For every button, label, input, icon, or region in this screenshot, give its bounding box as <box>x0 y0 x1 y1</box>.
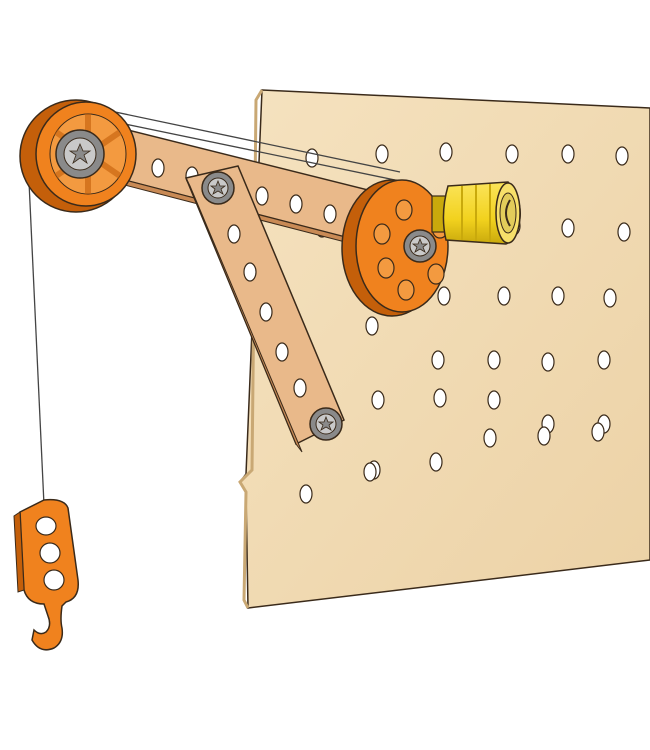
crank-wheel-hole <box>395 199 413 221</box>
pegboard-hole <box>561 144 575 164</box>
wooden-strip-brace <box>184 165 345 453</box>
arm-hole <box>255 186 269 206</box>
crank-wheel-hole <box>427 263 445 285</box>
pegboard-hole <box>363 462 377 482</box>
bolt-icon <box>68 142 92 165</box>
pegboard-hole <box>537 426 551 446</box>
pegboard-hole <box>437 286 451 306</box>
pegboard-hole <box>497 286 511 306</box>
pulley-string <box>27 104 401 506</box>
crank-wheel-hole <box>373 223 391 245</box>
pegboard-hole <box>431 350 445 370</box>
pegboard-edge <box>238 89 264 609</box>
crank-handle <box>431 181 521 245</box>
crank-wheel-hole <box>377 257 395 279</box>
crank-wheel <box>341 179 449 317</box>
pegboard-hole <box>615 146 629 166</box>
pulley-wheel <box>19 99 137 213</box>
pegboard-hole <box>483 428 497 448</box>
pegboard-hole <box>561 218 575 238</box>
hook-plate <box>13 498 79 651</box>
pegboard-hole <box>375 144 389 164</box>
pegboard-hole <box>617 222 631 242</box>
pegboard-hole <box>365 316 379 336</box>
crank-wheel-hole <box>397 279 415 301</box>
crank-wheel-holes <box>373 199 449 301</box>
pegboard-hole <box>505 144 519 164</box>
brace-hole <box>259 302 273 322</box>
pegboard-hole <box>487 390 501 410</box>
pegboard-hole <box>433 388 447 408</box>
brace-hole <box>227 224 241 244</box>
bolt-icon <box>201 171 235 205</box>
pegboard-hole <box>371 390 385 410</box>
pegboard-hole <box>551 286 565 306</box>
pegboard-hole <box>487 350 501 370</box>
brace-hole <box>293 378 307 398</box>
arm-hole <box>289 194 303 214</box>
bolt-icon <box>309 407 343 441</box>
pegboard-hole <box>541 352 555 372</box>
bolt-icon <box>411 237 429 253</box>
pegboard-hole <box>429 452 443 472</box>
brace-hole <box>275 342 289 362</box>
brace-hole <box>243 262 257 282</box>
pegboard-hole <box>597 350 611 370</box>
brace-holes <box>227 224 307 398</box>
arm-hole <box>151 158 165 178</box>
arm-hole <box>323 204 337 224</box>
pegboard-hole <box>591 422 605 442</box>
pegboard-hole <box>603 288 617 308</box>
pegboard-hole <box>299 484 313 504</box>
pegboard-hole <box>439 142 453 162</box>
